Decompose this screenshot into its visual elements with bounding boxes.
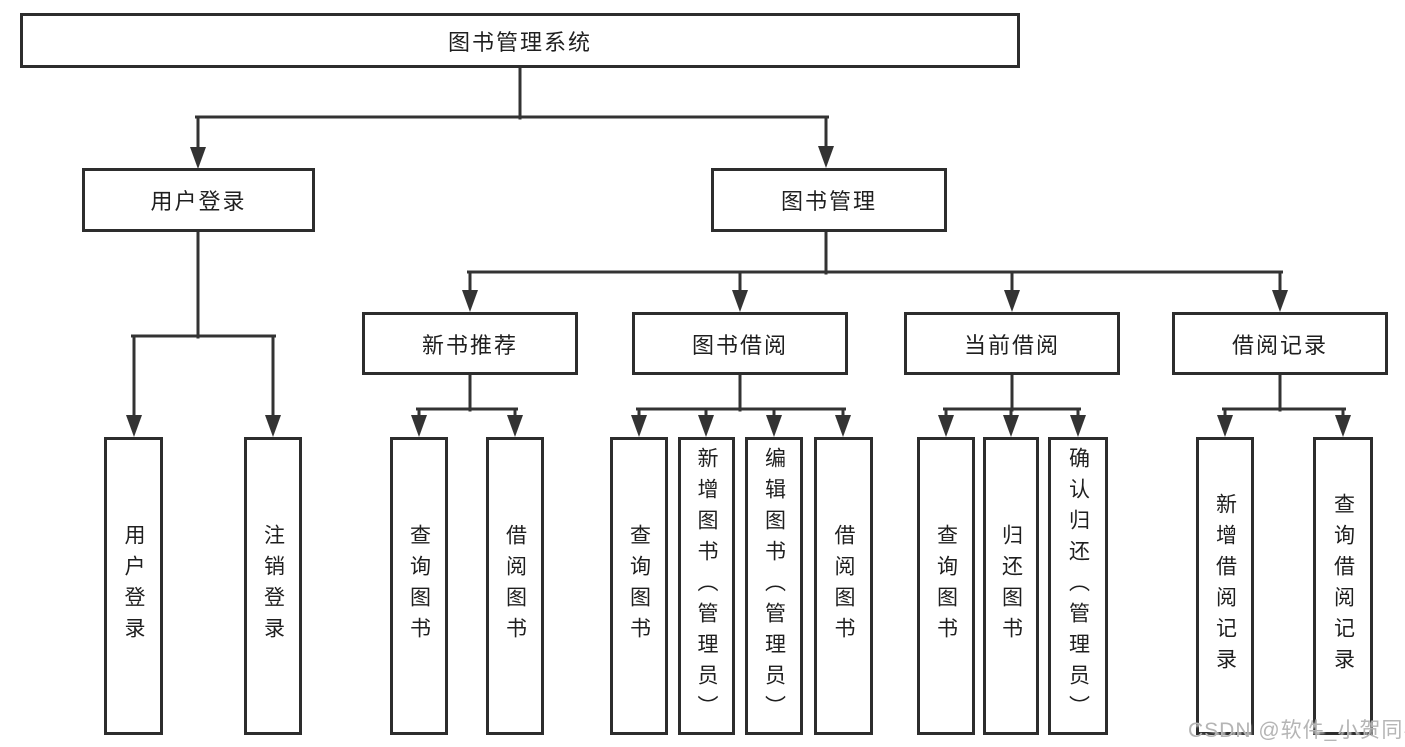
- arrow-to-cb-confirm: [1070, 415, 1086, 437]
- arrow-to-nbr-borrow: [507, 415, 523, 437]
- node-leaf-bb-borrow-books: 借阅图书: [814, 437, 873, 735]
- arrow-to-nbr-query: [411, 415, 427, 437]
- node-leaf-nbr-query-books-label: 查询图书: [407, 524, 431, 648]
- node-new-book-rec-label: 新书推荐: [421, 332, 518, 358]
- node-leaf-br-add-record-label: 新增借阅记录: [1213, 493, 1237, 679]
- arrow-to-br-query: [1335, 415, 1351, 437]
- arrow-to-cb-return: [1003, 415, 1019, 437]
- arrow-to-new-book-rec: [462, 290, 478, 312]
- node-leaf-nbr-query-books: 查询图书: [390, 437, 448, 735]
- node-leaf-cb-return-books: 归还图书: [983, 437, 1039, 735]
- node-leaf-user-login-label: 用户登录: [122, 524, 145, 648]
- node-borrow-records: 借阅记录: [1172, 312, 1388, 375]
- arrow-to-book-borrow: [732, 290, 748, 312]
- node-leaf-bb-borrow-books-label: 借阅图书: [832, 524, 855, 648]
- node-leaf-nbr-borrow-books-label: 借阅图书: [503, 524, 527, 648]
- node-root: 图书管理系统: [20, 13, 1020, 68]
- arrow-to-borrow-records: [1272, 290, 1288, 312]
- arrow-to-bb-borrow: [835, 415, 851, 437]
- node-leaf-bb-add-books-label: 新增图书（管理员）: [695, 446, 718, 726]
- node-leaf-bb-query-books: 查询图书: [610, 437, 668, 735]
- node-leaf-logout-label: 注销登录: [261, 524, 285, 648]
- node-user-login-label: 用户登录: [150, 189, 247, 214]
- node-leaf-br-query-record-label: 查询借阅记录: [1331, 493, 1355, 679]
- node-leaf-logout: 注销登录: [244, 437, 302, 735]
- node-current-borrow-label: 当前借阅: [963, 332, 1060, 358]
- node-leaf-br-query-record: 查询借阅记录: [1313, 437, 1373, 735]
- node-current-borrow: 当前借阅: [904, 312, 1120, 375]
- node-leaf-bb-add-books: 新增图书（管理员）: [678, 437, 735, 735]
- node-leaf-nbr-borrow-books: 借阅图书: [486, 437, 544, 735]
- node-book-management-label: 图书管理: [780, 189, 877, 214]
- arrow-to-cb-query: [938, 415, 954, 437]
- arrow-to-bb-edit: [766, 415, 782, 437]
- arrow-to-logout: [265, 415, 281, 437]
- node-leaf-cb-query-books: 查询图书: [917, 437, 975, 735]
- node-leaf-br-add-record: 新增借阅记录: [1196, 437, 1254, 735]
- node-leaf-cb-confirm-return: 确认归还（管理员）: [1048, 437, 1108, 735]
- arrow-to-bb-query: [631, 415, 647, 437]
- node-borrow-records-label: 借阅记录: [1231, 332, 1328, 358]
- node-book-borrow: 图书借阅: [632, 312, 848, 375]
- arrow-to-bb-add: [698, 415, 714, 437]
- watermark: CSDN @软件_小贺同学: [1188, 719, 1405, 742]
- node-leaf-bb-query-books-label: 查询图书: [627, 524, 651, 648]
- node-new-book-rec: 新书推荐: [362, 312, 578, 375]
- node-leaf-user-login: 用户登录: [104, 437, 163, 735]
- node-user-login: 用户登录: [82, 168, 315, 232]
- node-leaf-cb-query-books-label: 查询图书: [934, 524, 958, 648]
- arrow-to-user-login-leaf: [126, 415, 142, 437]
- node-leaf-cb-return-books-label: 归还图书: [999, 524, 1023, 648]
- node-leaf-bb-edit-books: 编辑图书（管理员）: [745, 437, 803, 735]
- node-book-management: 图书管理: [711, 168, 947, 232]
- arrow-to-user-login: [190, 147, 206, 169]
- node-leaf-bb-edit-books-label: 编辑图书（管理员）: [762, 446, 786, 726]
- arrow-to-book-management: [818, 146, 834, 168]
- node-book-borrow-label: 图书借阅: [691, 332, 788, 358]
- arrow-to-br-add: [1217, 415, 1233, 437]
- arrow-to-current-borrow: [1004, 290, 1020, 312]
- node-leaf-cb-confirm-return-label: 确认归还（管理员）: [1066, 446, 1090, 726]
- node-root-label: 图书管理系统: [447, 29, 592, 55]
